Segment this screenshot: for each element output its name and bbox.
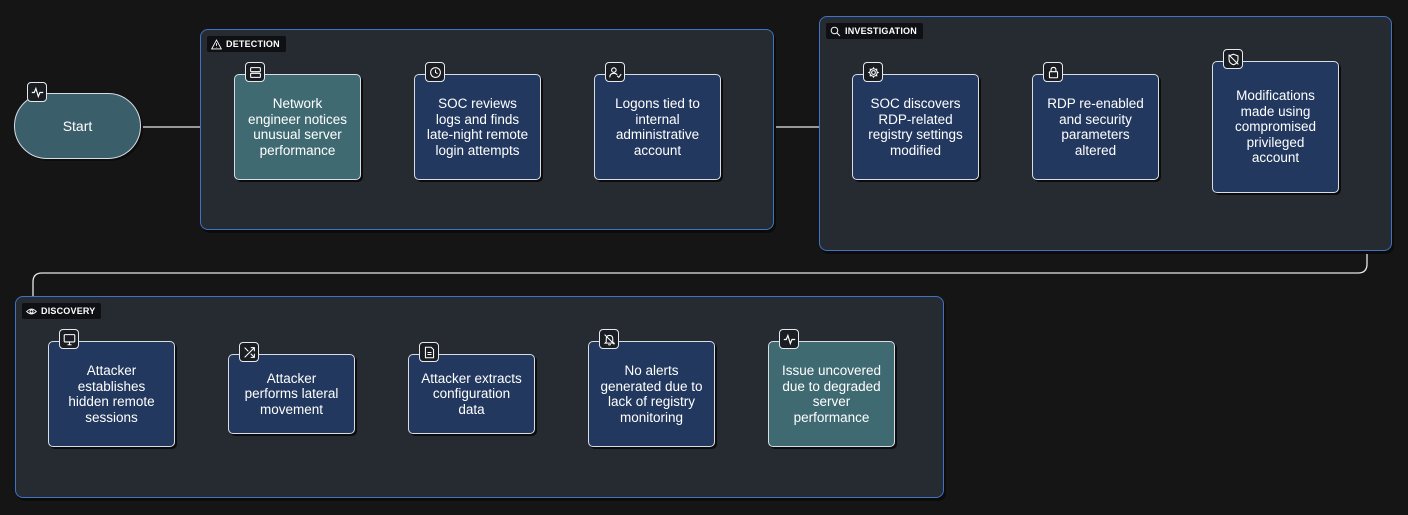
node-text: SOC reviews logs and finds late-night re…: [426, 96, 529, 158]
user-check-icon: [605, 62, 625, 82]
node-text: Attacker establishes hidden remote sessi…: [68, 363, 155, 425]
node-text: Attacker performs lateral movement: [244, 370, 339, 417]
node-text: Logons tied to internal administrative a…: [615, 96, 700, 158]
start-label: Start: [62, 118, 93, 134]
shield-off-icon: [1223, 49, 1243, 69]
group-discovery-label: DISCOVERY: [22, 303, 102, 319]
node-modifications-privileged[interactable]: Modifications made using compromised pri…: [1212, 49, 1339, 193]
node-issue-uncovered[interactable]: Issue uncovered due to degraded server p…: [768, 329, 895, 447]
bell-off-icon: [599, 329, 619, 349]
lock-icon: [1043, 62, 1063, 82]
node-text: RDP re-enabled and security parameters a…: [1047, 96, 1144, 158]
activity-icon: [27, 82, 47, 102]
node-text: Network engineer notices unusual server …: [247, 96, 348, 158]
node-no-alerts[interactable]: No alerts generated due to lack of regis…: [588, 329, 715, 447]
search-icon: [830, 26, 841, 36]
node-engineer-notices[interactable]: Network engineer notices unusual server …: [234, 62, 361, 180]
shuffle-icon: [239, 342, 259, 362]
node-logons-tied[interactable]: Logons tied to internal administrative a…: [594, 62, 721, 180]
node-soc-reviews-logs[interactable]: SOC reviews logs and finds late-night re…: [414, 62, 541, 180]
node-extract-config[interactable]: Attacker extracts configuration data: [408, 342, 535, 434]
eye-icon: [26, 308, 37, 314]
group-investigation-label: INVESTIGATION: [826, 23, 923, 39]
node-lateral-movement[interactable]: Attacker performs lateral movement: [228, 342, 355, 434]
node-text: No alerts generated due to lack of regis…: [600, 363, 703, 425]
node-rdp-reenabled[interactable]: RDP re-enabled and security parameters a…: [1032, 62, 1159, 180]
server-icon: [245, 62, 265, 82]
node-hidden-sessions[interactable]: Attacker establishes hidden remote sessi…: [48, 329, 175, 447]
monitor-icon: [59, 329, 79, 349]
node-text: Modifications made using compromised pri…: [1234, 88, 1317, 166]
node-text: Issue uncovered due to degraded server p…: [781, 363, 882, 425]
start-node[interactable]: Start: [14, 82, 141, 159]
gear-icon: [863, 62, 883, 82]
file-icon: [419, 342, 439, 362]
clock-icon: [425, 62, 445, 82]
warning-icon: [211, 38, 222, 49]
node-text: Attacker extracts configuration data: [421, 370, 522, 417]
node-text: SOC discovers RDP-related registry setti…: [868, 96, 963, 158]
node-soc-discovers-registry[interactable]: SOC discovers RDP-related registry setti…: [852, 62, 979, 180]
group-detection-label: DETECTION: [207, 36, 286, 52]
activity-icon: [779, 329, 799, 349]
